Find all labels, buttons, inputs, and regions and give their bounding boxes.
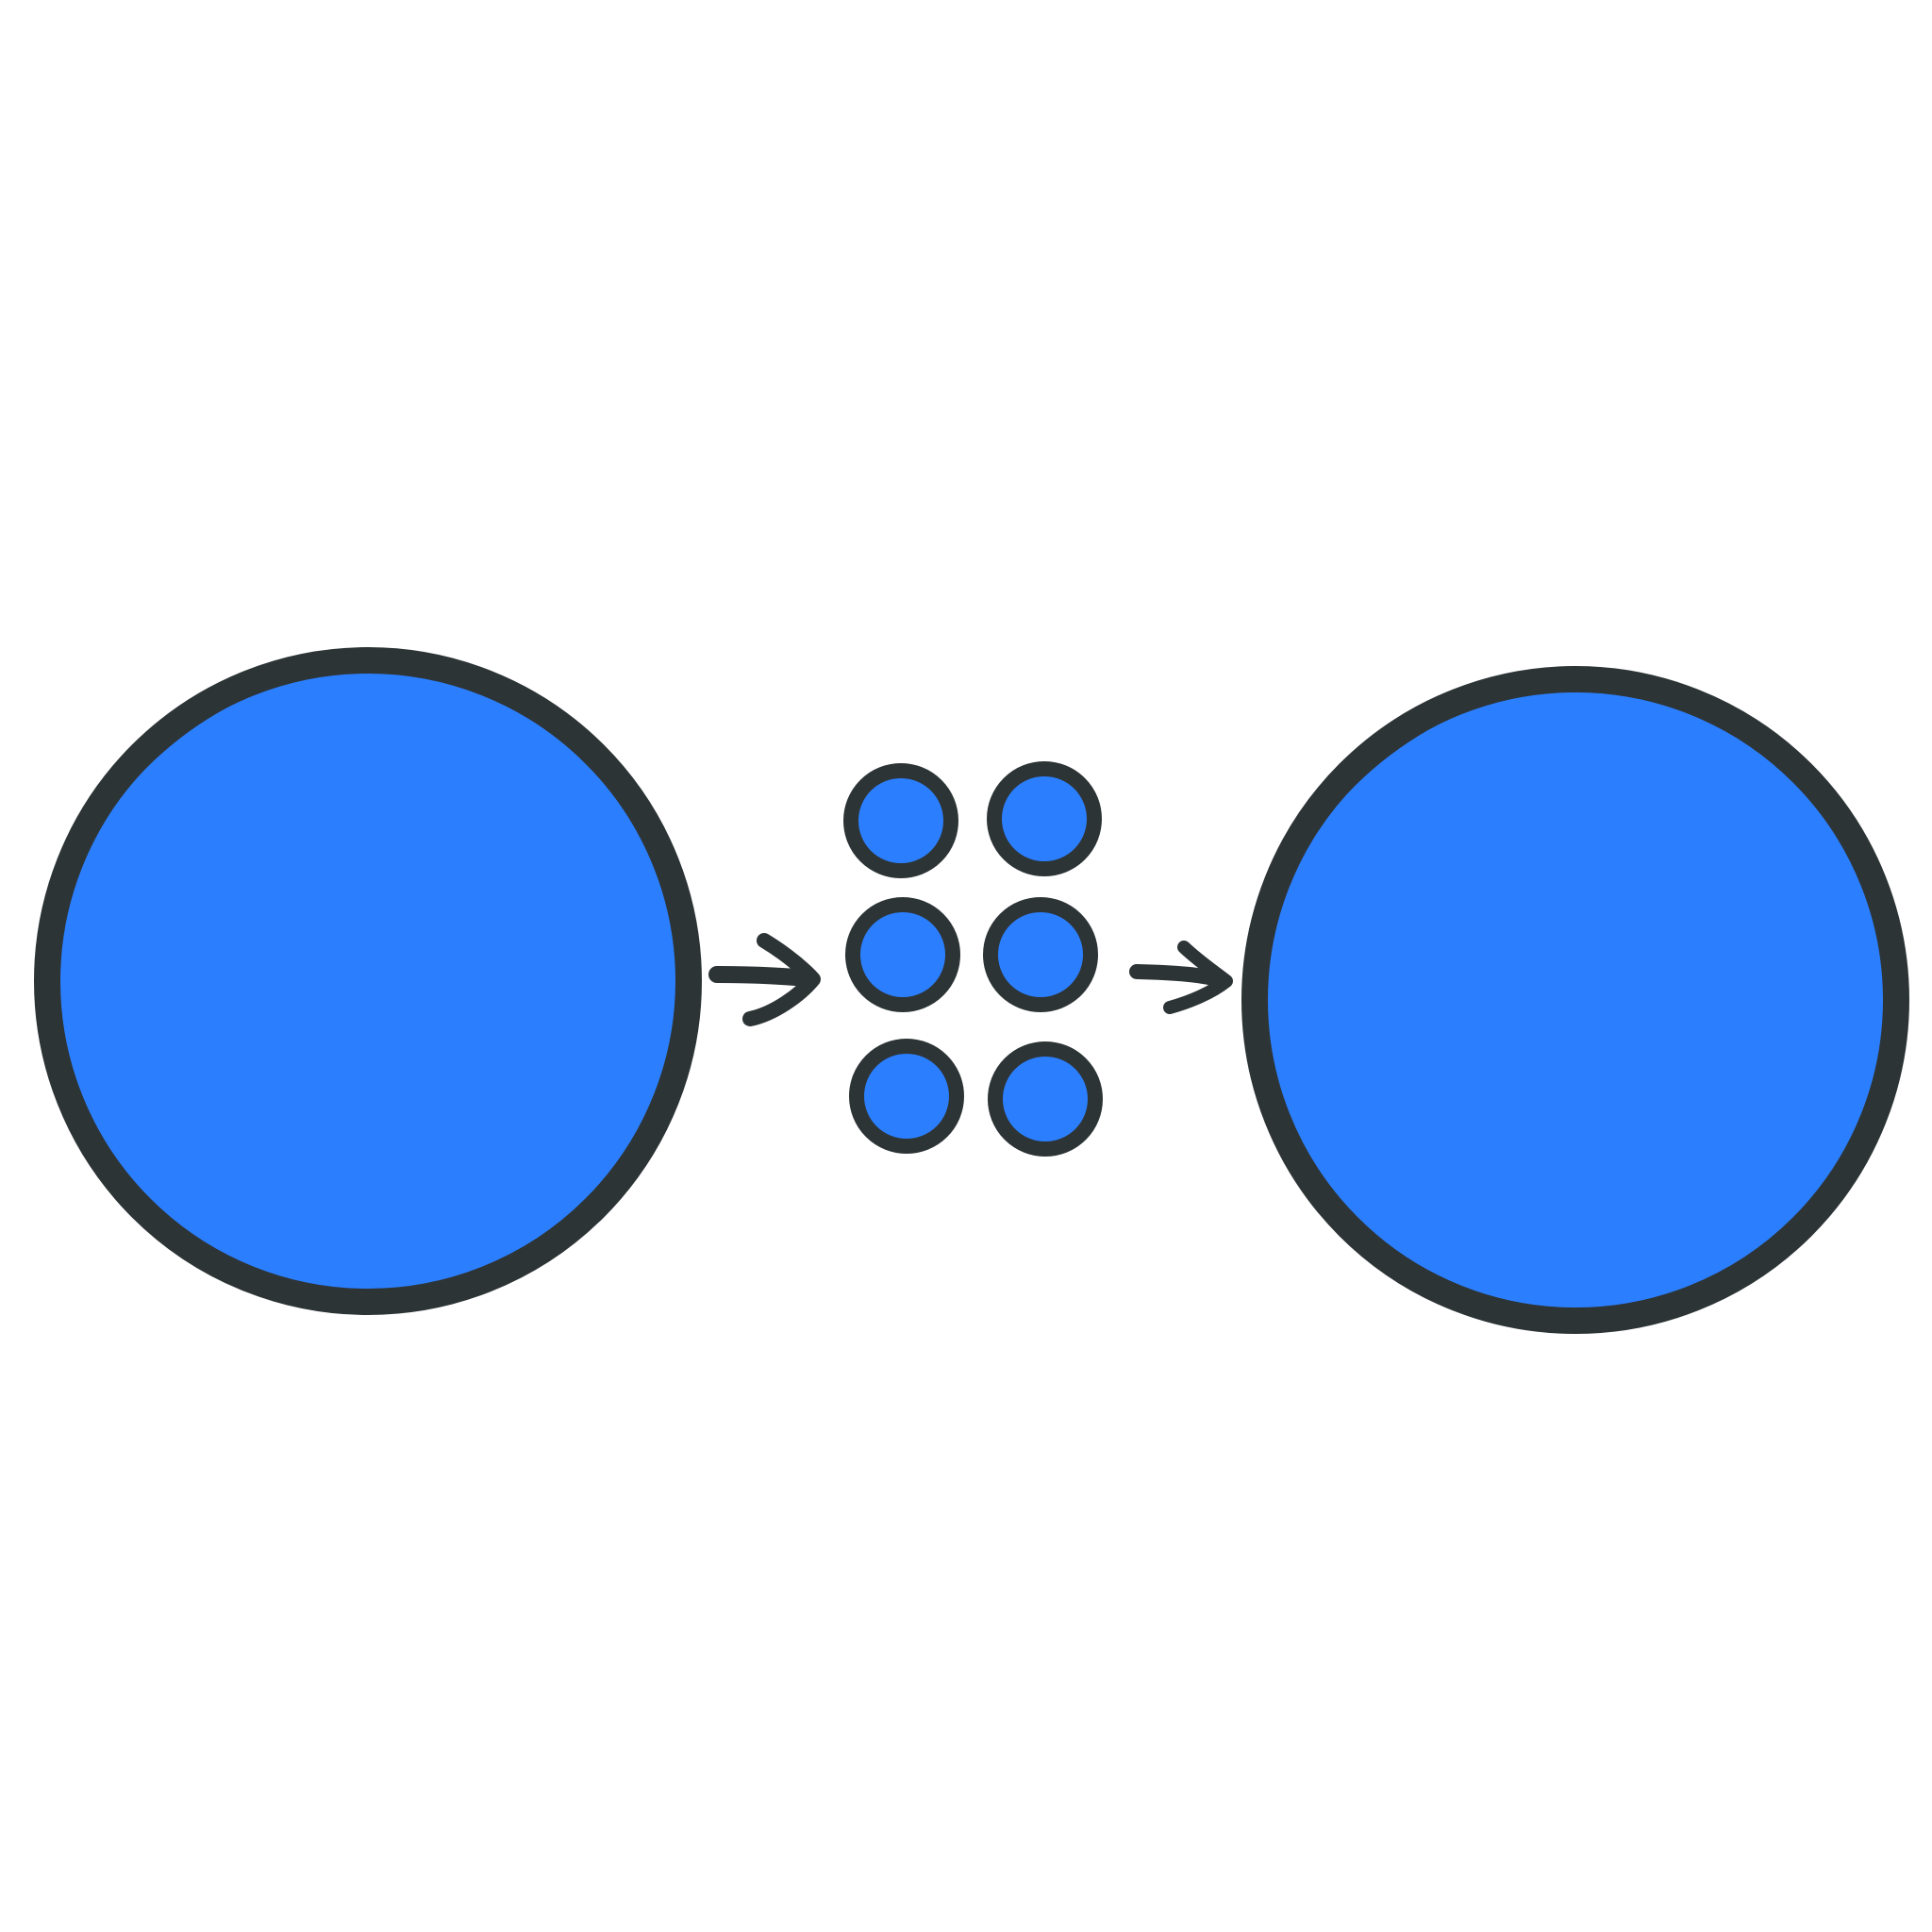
arrow-right-icon [1129, 941, 1233, 1014]
piece-circle [988, 1041, 1103, 1157]
piece-circle [849, 1039, 964, 1154]
piece-circle [843, 763, 958, 878]
piece-circle [987, 761, 1102, 876]
arrow-right-icon [708, 933, 821, 1026]
piece-circle [845, 897, 960, 1012]
result-circle [1241, 666, 1909, 1334]
source-circle [34, 647, 702, 1315]
piece-circles [843, 761, 1103, 1157]
piece-circle [983, 897, 1098, 1012]
